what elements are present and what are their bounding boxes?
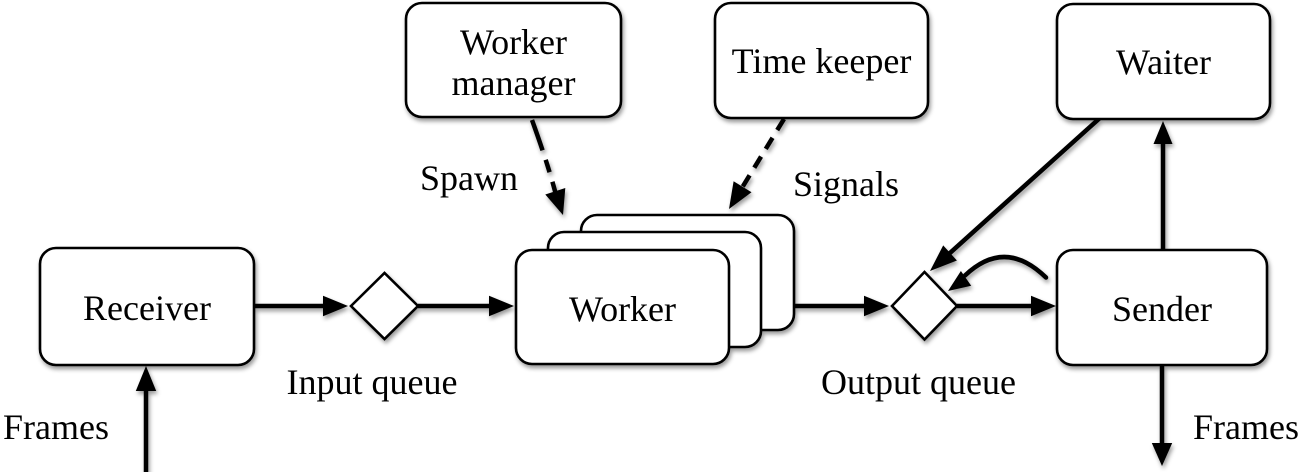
svg-text:Receiver: Receiver: [83, 288, 211, 328]
svg-text:Sender: Sender: [1112, 289, 1212, 329]
svg-text:Frames: Frames: [1193, 407, 1299, 447]
svg-text:Worker: Worker: [569, 289, 676, 329]
svg-text:Input queue: Input queue: [287, 362, 458, 402]
svg-text:Worker: Worker: [460, 22, 567, 62]
svg-text:Frames: Frames: [3, 407, 109, 447]
svg-text:Spawn: Spawn: [420, 158, 518, 198]
svg-text:manager: manager: [452, 63, 576, 103]
svg-text:Signals: Signals: [793, 164, 899, 204]
svg-text:Waiter: Waiter: [1116, 42, 1211, 82]
svg-text:Output queue: Output queue: [821, 362, 1016, 402]
svg-text:Time keeper: Time keeper: [732, 41, 912, 81]
